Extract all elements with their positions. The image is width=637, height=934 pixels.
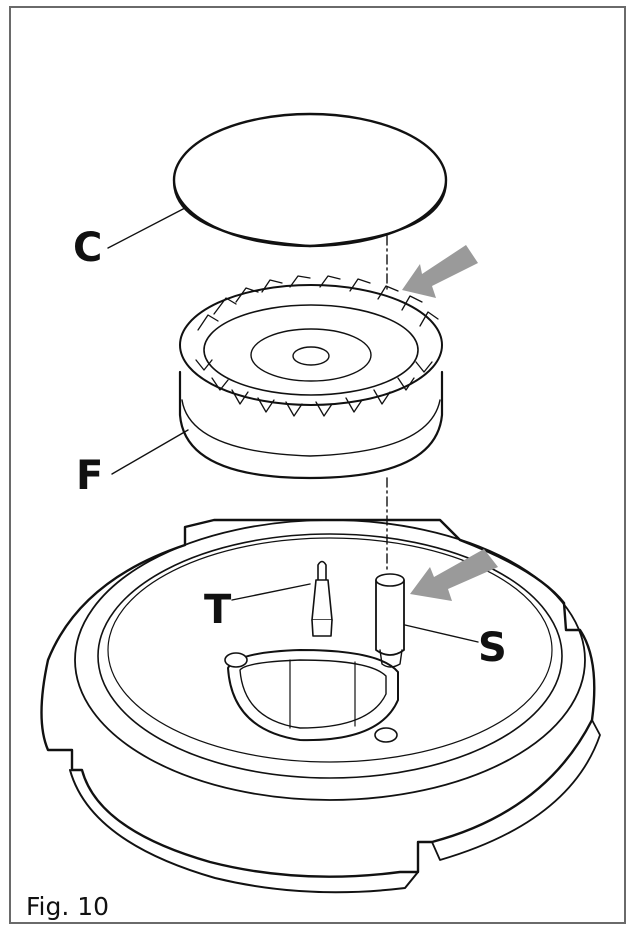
label-f: F	[76, 453, 104, 499]
arrow-icon	[402, 245, 478, 298]
thermocouple	[311, 560, 333, 637]
spark-plug	[375, 573, 405, 668]
label-t: T	[204, 587, 232, 633]
flame-spreader	[178, 275, 444, 480]
figure-caption: Fig. 10	[26, 892, 110, 921]
figure-frame	[9, 6, 626, 924]
label-c: C	[73, 225, 103, 271]
arrow-icon	[410, 549, 498, 601]
label-s: S	[478, 625, 507, 671]
gas-housing	[224, 649, 399, 743]
burner-cap	[172, 112, 448, 248]
